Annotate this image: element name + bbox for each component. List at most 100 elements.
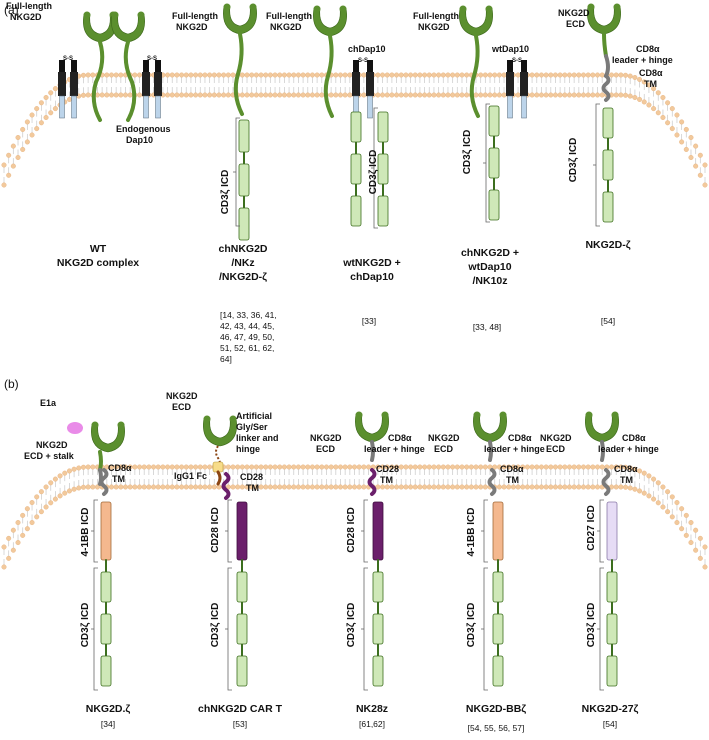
a1-name-line2: NKG2D complex (57, 257, 139, 269)
a1-nkg2d-stalk-2 (123, 40, 137, 122)
a2-label-nkg2d: NKG2D (176, 22, 208, 32)
a3-name-line1: wtNKG2D + (342, 257, 400, 269)
membrane-lipid-head (609, 72, 615, 78)
cd3z-itam-segment (606, 655, 618, 687)
membrane-lipid-head (15, 134, 21, 140)
membrane-lipid-head (361, 72, 367, 78)
b3-label-ecd: ECD (316, 444, 336, 454)
b1-cd3z (100, 571, 112, 687)
membrane-lipid-head (524, 484, 530, 490)
b4-name: NKG2D-BBζ (466, 703, 526, 715)
a2-ref-3: 46, 47, 49, 50, (220, 332, 274, 342)
b2-label-artificial: Artificial (236, 411, 272, 421)
membrane-lipid-head (263, 72, 269, 78)
membrane-lipid-head (263, 484, 269, 490)
membrane-lipid-head (253, 464, 259, 470)
cd3z-itam-segment (350, 111, 362, 143)
b4-icd-cd3z: CD3ζ ICD (466, 603, 477, 648)
membrane-lipid-head (123, 92, 129, 98)
a2-cd3z (238, 119, 250, 241)
membrane-lipid-head (239, 464, 245, 470)
membrane-lipid-head (623, 72, 629, 78)
b5-cd8-tm (601, 468, 611, 496)
membrane-lipid-head (211, 72, 217, 78)
membrane-lipid-head (183, 72, 189, 78)
a5-name-line1: NKG2D-ζ (585, 239, 630, 251)
dap10-ecd (143, 60, 149, 72)
b2-icd-cd28: CD28 ICD (210, 507, 221, 553)
membrane-lipid-head (688, 540, 694, 546)
membrane-lipid-head (674, 112, 680, 118)
membrane-lipid-head (529, 92, 535, 98)
membrane-lipid-head (538, 464, 544, 470)
membrane-lipid-head (24, 119, 30, 125)
membrane-lipid-head (613, 484, 619, 490)
membrane-lipid-head (641, 99, 647, 105)
membrane-lipid-head (48, 500, 54, 506)
b1-bracket-41bb (93, 499, 98, 563)
membrane-lipid-head (10, 143, 16, 149)
b4-nkg2d-head (473, 411, 507, 443)
membrane-lipid-head (389, 72, 395, 78)
a1-ss-1: S-S (63, 56, 73, 62)
b2-bracket-cd28 (227, 499, 232, 563)
membrane-lipid-head (501, 484, 507, 490)
membrane-lipid-head (132, 484, 138, 490)
membrane-lipid-head (426, 72, 432, 78)
b4-label-cd8a: CD8α (508, 433, 532, 443)
membrane-lipid-head (104, 92, 110, 98)
membrane-lipid-head (20, 126, 26, 132)
membrane-lipid-head (464, 484, 470, 490)
a3-dap10-1 (352, 60, 360, 119)
membrane-lipid-head (272, 72, 278, 78)
membrane-lipid-head (403, 72, 409, 78)
membrane-lipid-head (29, 500, 35, 506)
membrane-lipid-head (473, 464, 479, 470)
membrane-lipid-head (660, 94, 666, 100)
membrane-lipid-head (207, 464, 213, 470)
membrane-lipid-head (225, 92, 231, 98)
membrane-lipid-head (314, 464, 320, 470)
membrane-lipid-head (361, 92, 367, 98)
membrane-lipid-head (104, 72, 110, 78)
dap10-tm (506, 72, 514, 96)
membrane-lipid-head (403, 484, 409, 490)
membrane-lipid-head (450, 72, 456, 78)
membrane-lipid-head (20, 512, 26, 518)
a5-cd3z (602, 107, 614, 223)
b2-cd3z (236, 571, 248, 687)
membrane-lipid-head (24, 139, 30, 145)
nkg2d-head-tip (203, 415, 211, 423)
membrane-lipid-head (43, 114, 49, 120)
membrane-lipid-head (38, 120, 44, 126)
membrane-lipid-head (80, 92, 86, 98)
membrane-lipid-head (394, 484, 400, 490)
membrane-lipid-head (328, 484, 334, 490)
membrane-lipid-head (281, 72, 287, 78)
membrane-lipid-head (183, 484, 189, 490)
a3-nkg2d-head (313, 5, 347, 37)
membrane-lipid-head (450, 92, 456, 98)
membrane-lipid-head (10, 527, 16, 533)
membrane-lipid-head (380, 484, 386, 490)
membrane-lipid-head (118, 92, 124, 98)
membrane-lipid-head (137, 484, 143, 490)
nkg2d-head-tip (249, 3, 257, 11)
b4-cd8-hinge (488, 440, 493, 462)
b2-label-tm: TM (246, 483, 259, 493)
membrane-lipid-head (48, 110, 54, 116)
b1-nkg2d-head (91, 421, 125, 453)
a4-icd-cd3z: CD3ζ ICD (462, 130, 473, 175)
membrane-lipid-head (113, 92, 119, 98)
membrane-lipid-head (300, 464, 306, 470)
membrane-lipid-head (24, 506, 30, 512)
nkg2d-head-tip (459, 5, 467, 13)
membrane-lipid-head (239, 72, 245, 78)
membrane-lipid-head (230, 484, 236, 490)
a4-dap10-1 (506, 60, 514, 119)
membrane-lipid-head (342, 92, 348, 98)
membrane-lipid-head (422, 464, 428, 470)
b3-cd3z (372, 571, 384, 687)
membrane-lipid-head (146, 484, 152, 490)
